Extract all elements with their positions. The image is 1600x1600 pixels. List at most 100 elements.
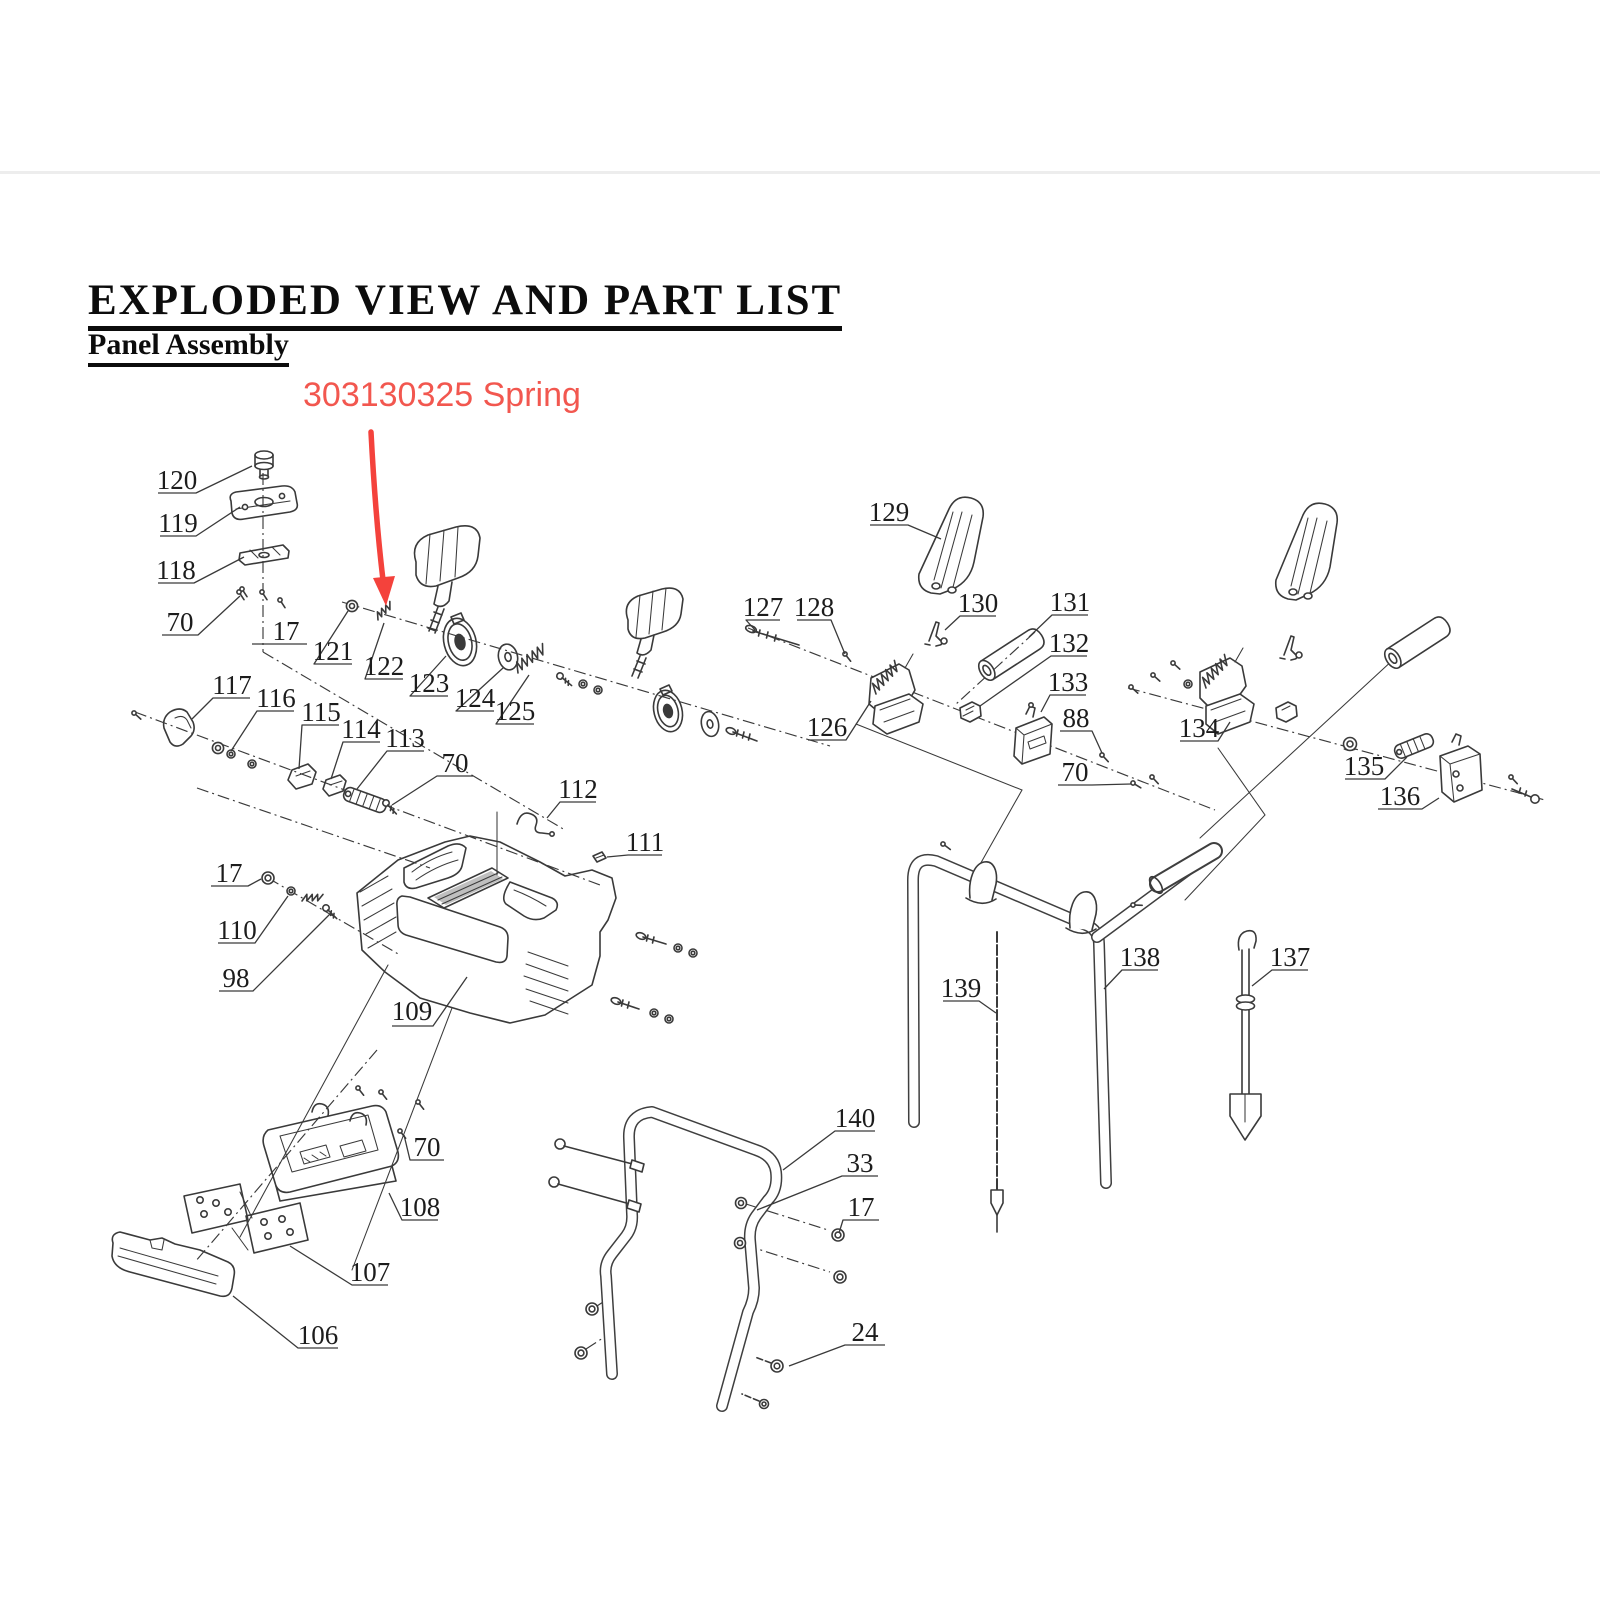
callout-113: 113 xyxy=(385,723,425,753)
callout-17c: 17 xyxy=(848,1192,875,1222)
part-switch-box-136 xyxy=(1439,733,1483,803)
callout-70c: 70 xyxy=(1062,757,1089,787)
leader-106 xyxy=(232,1295,338,1349)
callout-108: 108 xyxy=(400,1192,441,1222)
callout-130: 130 xyxy=(958,588,999,618)
leader-126 xyxy=(808,700,872,741)
callout-140: 140 xyxy=(835,1103,876,1133)
part-bar-106 xyxy=(111,1231,236,1298)
leader-116 xyxy=(230,710,294,752)
part-cap-120 xyxy=(254,450,274,480)
callout-88: 88 xyxy=(1063,703,1090,733)
red-arrow xyxy=(368,429,395,606)
callout-122: 122 xyxy=(364,651,405,681)
callout-98: 98 xyxy=(223,963,250,993)
callout-17b: 17 xyxy=(216,858,243,888)
leader-110 xyxy=(218,895,289,944)
callout-126: 126 xyxy=(807,712,848,742)
part-clamp-132 xyxy=(959,701,982,723)
callout-106: 106 xyxy=(298,1320,339,1350)
part-block-111 xyxy=(592,851,607,863)
part-bracket-115 xyxy=(287,763,317,790)
leader-132 xyxy=(979,655,1087,707)
leader-134 xyxy=(1180,721,1231,742)
callout-127: 127 xyxy=(743,592,784,622)
part-screws-70d xyxy=(353,1084,428,1139)
callout-107: 107 xyxy=(350,1257,391,1287)
leader-109 xyxy=(392,976,468,1027)
leader-17b xyxy=(211,878,262,887)
page-subtitle: Panel Assembly xyxy=(88,329,289,367)
leader-130 xyxy=(944,615,996,631)
part-washer-17b xyxy=(261,871,275,885)
part-console-screws xyxy=(610,931,698,1024)
callout-70a: 70 xyxy=(167,607,194,637)
leader-88 xyxy=(1060,730,1103,754)
part-washer-116b xyxy=(226,749,236,759)
leader-111 xyxy=(606,854,662,858)
callout-110: 110 xyxy=(217,915,257,945)
callout-leaders xyxy=(158,465,1440,1367)
leader-136 xyxy=(1378,797,1440,810)
part-clip-right xyxy=(1279,635,1303,661)
leader-33 xyxy=(756,1175,878,1211)
part-tube-131 xyxy=(974,624,1049,684)
callout-112: 112 xyxy=(558,774,598,804)
leader-135 xyxy=(1345,756,1408,780)
part-washer-116c xyxy=(247,759,257,769)
callout-133: 133 xyxy=(1048,667,1089,697)
leader-122 xyxy=(364,622,403,680)
callout-114: 114 xyxy=(341,714,381,744)
part-clip-130 xyxy=(924,621,948,647)
callout-123: 123 xyxy=(409,668,450,698)
callout-labels: 120 119 118 70 17 121 122 123 124 125 11… xyxy=(156,465,1420,1350)
part-switch-lever-134 xyxy=(1195,647,1255,735)
leader-98 xyxy=(219,912,332,992)
leader-138 xyxy=(1103,969,1158,990)
part-bracket-118 xyxy=(238,544,290,566)
callout-33: 33 xyxy=(847,1148,874,1178)
part-screw-88 xyxy=(1097,751,1112,763)
part-screw-98 xyxy=(319,903,341,921)
part-hook-117 xyxy=(162,708,195,747)
callout-70d: 70 xyxy=(414,1132,441,1162)
highlight-part-annotation: 303130325 Spring xyxy=(303,376,581,414)
part-handle-bolts xyxy=(548,1138,847,1410)
callout-131: 131 xyxy=(1050,587,1091,617)
callout-121: 121 xyxy=(313,636,354,666)
leader-117 xyxy=(191,697,250,720)
part-grip-129 xyxy=(917,496,985,595)
leader-24 xyxy=(788,1344,885,1367)
callout-132: 132 xyxy=(1049,628,1090,658)
callout-120: 120 xyxy=(157,465,198,495)
part-screw-70c xyxy=(1129,779,1143,789)
leader-118 xyxy=(158,556,245,584)
callout-129: 129 xyxy=(869,497,910,527)
part-cable-139 xyxy=(990,931,1004,1233)
leader-123 xyxy=(409,655,448,697)
projection-lines xyxy=(239,657,1396,1271)
part-plate-119 xyxy=(229,485,299,521)
leader-127 xyxy=(745,619,780,631)
part-washer-116a xyxy=(211,741,225,755)
callout-17a: 17 xyxy=(273,616,300,646)
part-bracket-107 xyxy=(183,1183,309,1254)
part-frame-108 xyxy=(262,1102,400,1202)
leader-107 xyxy=(289,1245,388,1286)
part-console-109 xyxy=(356,835,617,1024)
callout-117: 117 xyxy=(212,670,252,700)
leader-129 xyxy=(870,524,942,540)
part-washer-110 xyxy=(286,886,296,896)
part-knob-assembled xyxy=(625,587,758,742)
leader-113 xyxy=(356,750,424,790)
callout-136: 136 xyxy=(1380,781,1421,811)
leader-140 xyxy=(782,1130,875,1171)
part-knob-123 xyxy=(413,525,481,667)
callout-116: 116 xyxy=(256,683,296,713)
part-switch-box-133 xyxy=(1013,701,1053,765)
leader-131 xyxy=(1028,614,1088,638)
leader-108 xyxy=(388,1192,438,1221)
part-pin-mid xyxy=(1147,773,1162,785)
part-switch-lever-126 xyxy=(865,653,924,735)
